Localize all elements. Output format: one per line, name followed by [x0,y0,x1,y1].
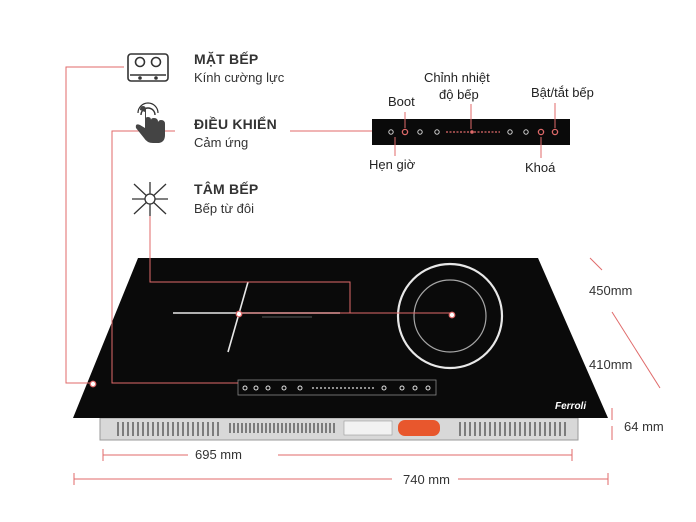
feature-title-burner: TÂM BẾP [194,181,259,197]
dimension-height: 64 mm [624,419,664,434]
label-temperature-line2: độ bếp [439,87,479,102]
label-boot: Boot [388,94,415,109]
induction-coil-icon [132,182,168,216]
dimension-depth-cutout: 410mm [589,357,633,372]
svg-text:Ferroli: Ferroli [555,401,586,412]
touch-hand-icon [135,102,165,143]
stove-top-icon [127,53,169,82]
feature-title-control: ĐIỀU KHIỂN [194,116,277,132]
ferroli-logo: Ferroli [555,401,586,412]
feature-title-glass: MẶT BẾP [194,51,259,67]
feature-subtitle-control: Cảm ứng [194,135,249,150]
label-power: Bật/tắt bếp [531,85,594,100]
dimension-lines [73,257,661,485]
dimension-width-glass: 740 mm [403,472,450,487]
feature-subtitle-glass: Kính cường lực [194,70,285,85]
dimension-depth-glass: 450mm [589,283,633,298]
warning-sticker [398,420,440,436]
leader-points [89,310,456,388]
hob-base [99,417,579,441]
panel-label-leaders [394,103,556,158]
feature-subtitle-burner: Bếp từ đôi [194,201,255,216]
glass-control-strip [237,379,437,396]
label-temperature: Chỉnh nhiệt [424,70,490,85]
dimension-width-cutout: 695 mm [195,447,242,462]
spec-sticker [343,420,393,436]
label-timer: Hẹn giờ [369,157,416,172]
burner-ring-icon [396,262,504,370]
glass-top [73,258,608,418]
label-lock: Khoá [525,160,556,175]
